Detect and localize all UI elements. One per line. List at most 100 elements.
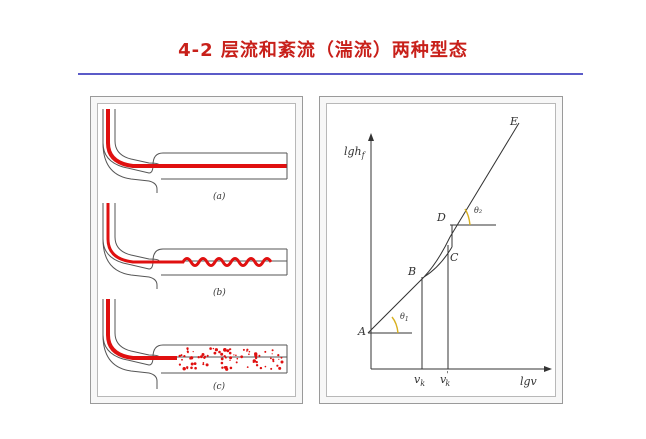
dye-dot [248, 350, 251, 353]
dye-dot [240, 355, 244, 359]
vk-label: vk [414, 373, 425, 388]
head-loss-graph-panel: lghf lgv A B C D E θ1 θ₂ vk v'k [319, 96, 563, 404]
dye-dot [203, 355, 207, 358]
vk2-label: v'k [440, 370, 450, 388]
head-loss-curve [367, 122, 520, 334]
dye-dot [209, 347, 212, 350]
pipe-b: (b) [102, 203, 288, 298]
dye-dot [182, 367, 186, 371]
dye-dot [183, 355, 186, 358]
dye-dot [220, 352, 224, 356]
dye-dot [181, 358, 183, 361]
dye-dot [270, 357, 272, 360]
dye-dot [187, 351, 189, 354]
dye-dot [235, 354, 237, 357]
dye-dot [248, 353, 250, 356]
dye-dot [178, 354, 181, 358]
dye-dot [221, 366, 224, 369]
dye-dot [193, 362, 197, 365]
y-axis-arrow [368, 133, 374, 141]
dye-dot [254, 356, 258, 360]
dye-dot [264, 350, 267, 353]
dye-dot [223, 355, 226, 358]
dye-dot [242, 348, 245, 351]
head-loss-graph-inner [326, 103, 556, 397]
dye-dot [190, 362, 194, 366]
dye-dot [197, 356, 200, 359]
angle-1-label: θ1 [400, 312, 409, 323]
dye-streak-c [106, 299, 177, 360]
dye-dot [205, 363, 209, 367]
dye-dot [280, 356, 283, 359]
dye-dot [229, 356, 233, 360]
caption-a: (a) [213, 191, 226, 202]
dye-dot [258, 354, 261, 357]
caption-c: (c) [213, 381, 226, 392]
pipe-flow-inner [97, 103, 296, 397]
dye-dot [236, 357, 239, 360]
pipe-flow-panel: (a) (b) (c) [90, 96, 303, 404]
dye-dot [252, 359, 256, 363]
dye-dot [186, 348, 189, 351]
dye-dot [281, 361, 283, 364]
dye-dot [255, 360, 258, 364]
point-A-label: A [357, 325, 366, 338]
dye-dot [277, 354, 280, 357]
angle-2-label: θ₂ [474, 206, 482, 215]
point-E-label: E [509, 115, 518, 128]
dye-streak-b [106, 203, 273, 267]
angle-arc-1 [391, 316, 399, 334]
x-axis-arrow [544, 366, 552, 372]
slide-title: 4-2 层流和紊流（湍流）两种型态 [178, 40, 468, 61]
dye-dot [213, 351, 217, 355]
dye-dot [194, 366, 197, 370]
dye-dot [214, 348, 218, 352]
dye-dot [255, 364, 259, 367]
dye-dot [190, 366, 193, 370]
dye-dot [229, 366, 233, 370]
dye-dot [200, 355, 203, 359]
dye-dot [212, 347, 215, 350]
dye-dot [270, 367, 273, 370]
dye-dot [235, 361, 238, 364]
dye-dot [271, 353, 273, 355]
dye-streak-a [106, 109, 287, 168]
dye-dot [276, 364, 279, 367]
dye-dot [229, 359, 231, 361]
dye-dot [278, 358, 280, 360]
dye-dot [220, 361, 224, 365]
pipe-flow-drawing: (a) (b) (c) [102, 109, 288, 392]
dye-dot [278, 366, 282, 370]
caption-b: (b) [213, 287, 226, 298]
dye-dot [189, 357, 192, 360]
dye-dot [178, 363, 181, 366]
head-loss-graph: lghf lgv A B C D E θ1 θ₂ vk v'k [344, 115, 552, 388]
dye-dot [206, 354, 209, 357]
x-axis-label: lgv [520, 375, 538, 388]
dye-dot [192, 351, 194, 353]
pipe-c: (c) [102, 299, 288, 392]
dye-dot [201, 356, 203, 358]
angle-arc-2 [464, 208, 471, 226]
dye-dot [233, 354, 235, 356]
dye-dot [228, 351, 232, 355]
dye-dot [246, 366, 249, 368]
dye-dot [202, 363, 205, 366]
dye-dot [218, 350, 221, 354]
dye-dot [259, 366, 263, 370]
point-B-label: B [407, 265, 416, 278]
dye-dot [223, 366, 227, 369]
dye-dot [223, 348, 227, 352]
dye-dot [272, 358, 275, 361]
dye-dot [228, 348, 231, 351]
dye-dot [272, 360, 275, 363]
title-underline [78, 73, 583, 75]
point-D-label: D [436, 211, 446, 224]
y-axis-label: lghf [344, 145, 367, 160]
dye-dot [201, 353, 205, 356]
dye-dot [225, 356, 227, 359]
dye-dot [226, 349, 230, 353]
dye-dot [202, 362, 205, 364]
turbulent-dye-dots [178, 347, 284, 371]
point-C-label: C [450, 251, 459, 264]
